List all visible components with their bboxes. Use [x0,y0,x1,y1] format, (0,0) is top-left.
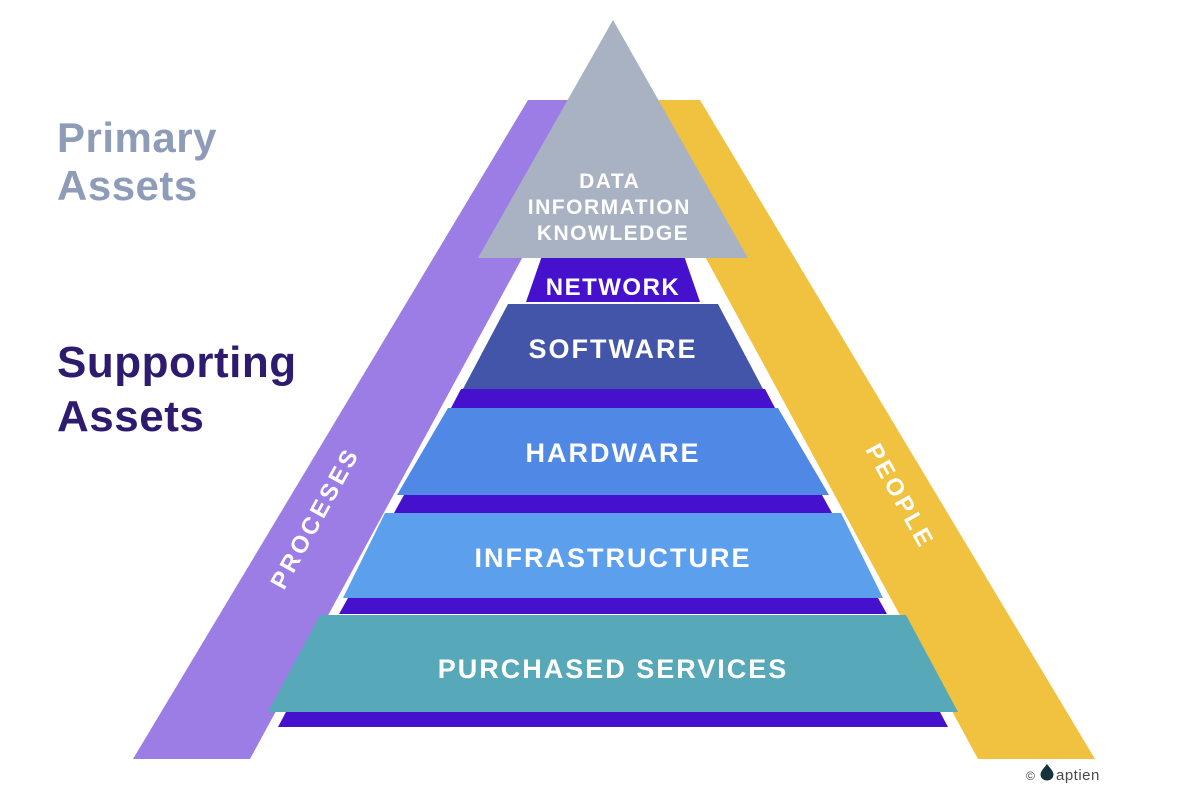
pyramid-base-strip [278,712,948,727]
network-label: NETWORK [546,274,680,301]
layer-infrastructure [343,513,883,598]
primary-assets-title: Primary Assets [57,114,229,209]
copyright-symbol: © [1026,769,1035,783]
separator-strip-1 [451,389,775,408]
hardware-label: HARDWARE [526,438,701,468]
infrastructure-label: INFRASTRUCTURE [475,543,752,573]
layer-software [463,304,763,389]
separator-strip-3 [339,598,887,614]
top-triangle-label: DATA INFORMATION KNOWLEDGE [528,170,698,245]
separator-strip-2 [394,495,832,513]
people-band [620,100,1095,759]
supporting-assets-title: Supporting Assets [57,338,309,441]
aptien-brand-text: aptien [1056,767,1100,784]
layer-purchased-services [268,615,958,712]
purchased-services-label: PURCHASED SERVICES [438,654,789,684]
software-label: SOFTWARE [529,334,698,364]
aptien-logo-icon [1040,764,1054,781]
processes-band [133,100,608,759]
layer-network [526,250,700,302]
aptien-logo: © aptien [1026,764,1100,784]
primary-assets-triangle [478,20,748,258]
layer-hardware [397,408,829,495]
